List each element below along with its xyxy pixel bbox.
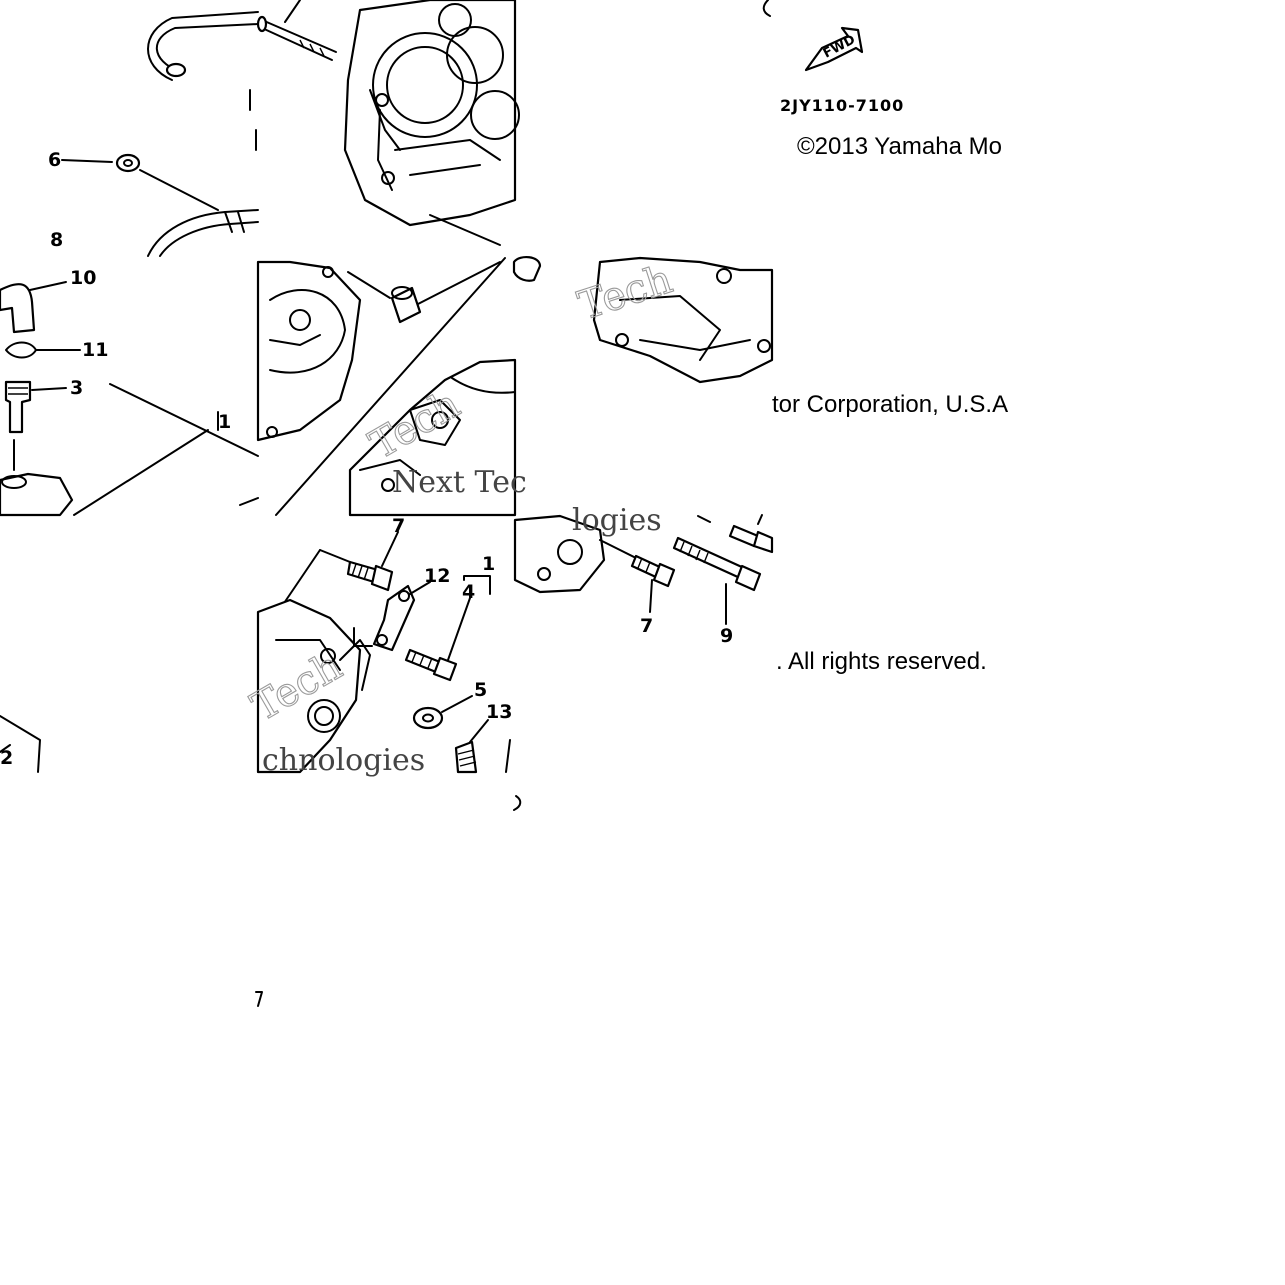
tile-center: Tech Next Tec xyxy=(256,256,542,517)
callout-8: 8 xyxy=(50,229,63,251)
callout-13: 13 xyxy=(486,701,512,723)
watermark-text: logies xyxy=(572,503,662,538)
callout-4: 4 xyxy=(462,581,475,603)
callout-12: 12 xyxy=(424,565,450,587)
stray-fragments xyxy=(255,795,522,1007)
callout-labels: 6 8 10 11 3 1 2 7 12 1 4 5 13 7 9 xyxy=(0,149,733,769)
tile-lower-right: logies xyxy=(513,503,774,625)
callout-5: 5 xyxy=(474,679,487,701)
callout-1: 1 xyxy=(482,553,495,575)
callout-7: 7 xyxy=(640,615,653,637)
part-code: 2JY110-7100 xyxy=(780,96,905,115)
tile-lower-middle: chnologies Tech xyxy=(243,531,511,778)
copyright-segment-1: ©2013 Yamaha Mo xyxy=(797,133,1002,160)
callout-10: 10 xyxy=(70,267,96,289)
watermark-text: Next Tec xyxy=(392,465,527,500)
copyright-segment-3: . All rights reserved. xyxy=(776,648,987,675)
tile-mid-right: Tech xyxy=(572,256,774,384)
washer-part xyxy=(115,153,141,173)
callout-11: 11 xyxy=(82,339,108,361)
tile-mid-left xyxy=(0,281,259,517)
callout-1: 1 xyxy=(218,411,231,433)
tile-lower-left xyxy=(0,715,41,773)
tile-top-right xyxy=(762,0,771,17)
fwd-arrow: FWD xyxy=(804,26,864,72)
watermark-text: chnologies xyxy=(262,743,425,778)
callout-2: 2 xyxy=(0,747,13,769)
tile-top-left xyxy=(61,11,259,257)
callout-9: 9 xyxy=(720,625,733,647)
callout-7: 7 xyxy=(392,515,405,537)
tile-top-middle xyxy=(256,0,520,246)
callout-3: 3 xyxy=(70,377,83,399)
callout-6: 6 xyxy=(48,149,61,171)
copyright-segment-2: tor Corporation, U.S.A xyxy=(772,391,1009,418)
